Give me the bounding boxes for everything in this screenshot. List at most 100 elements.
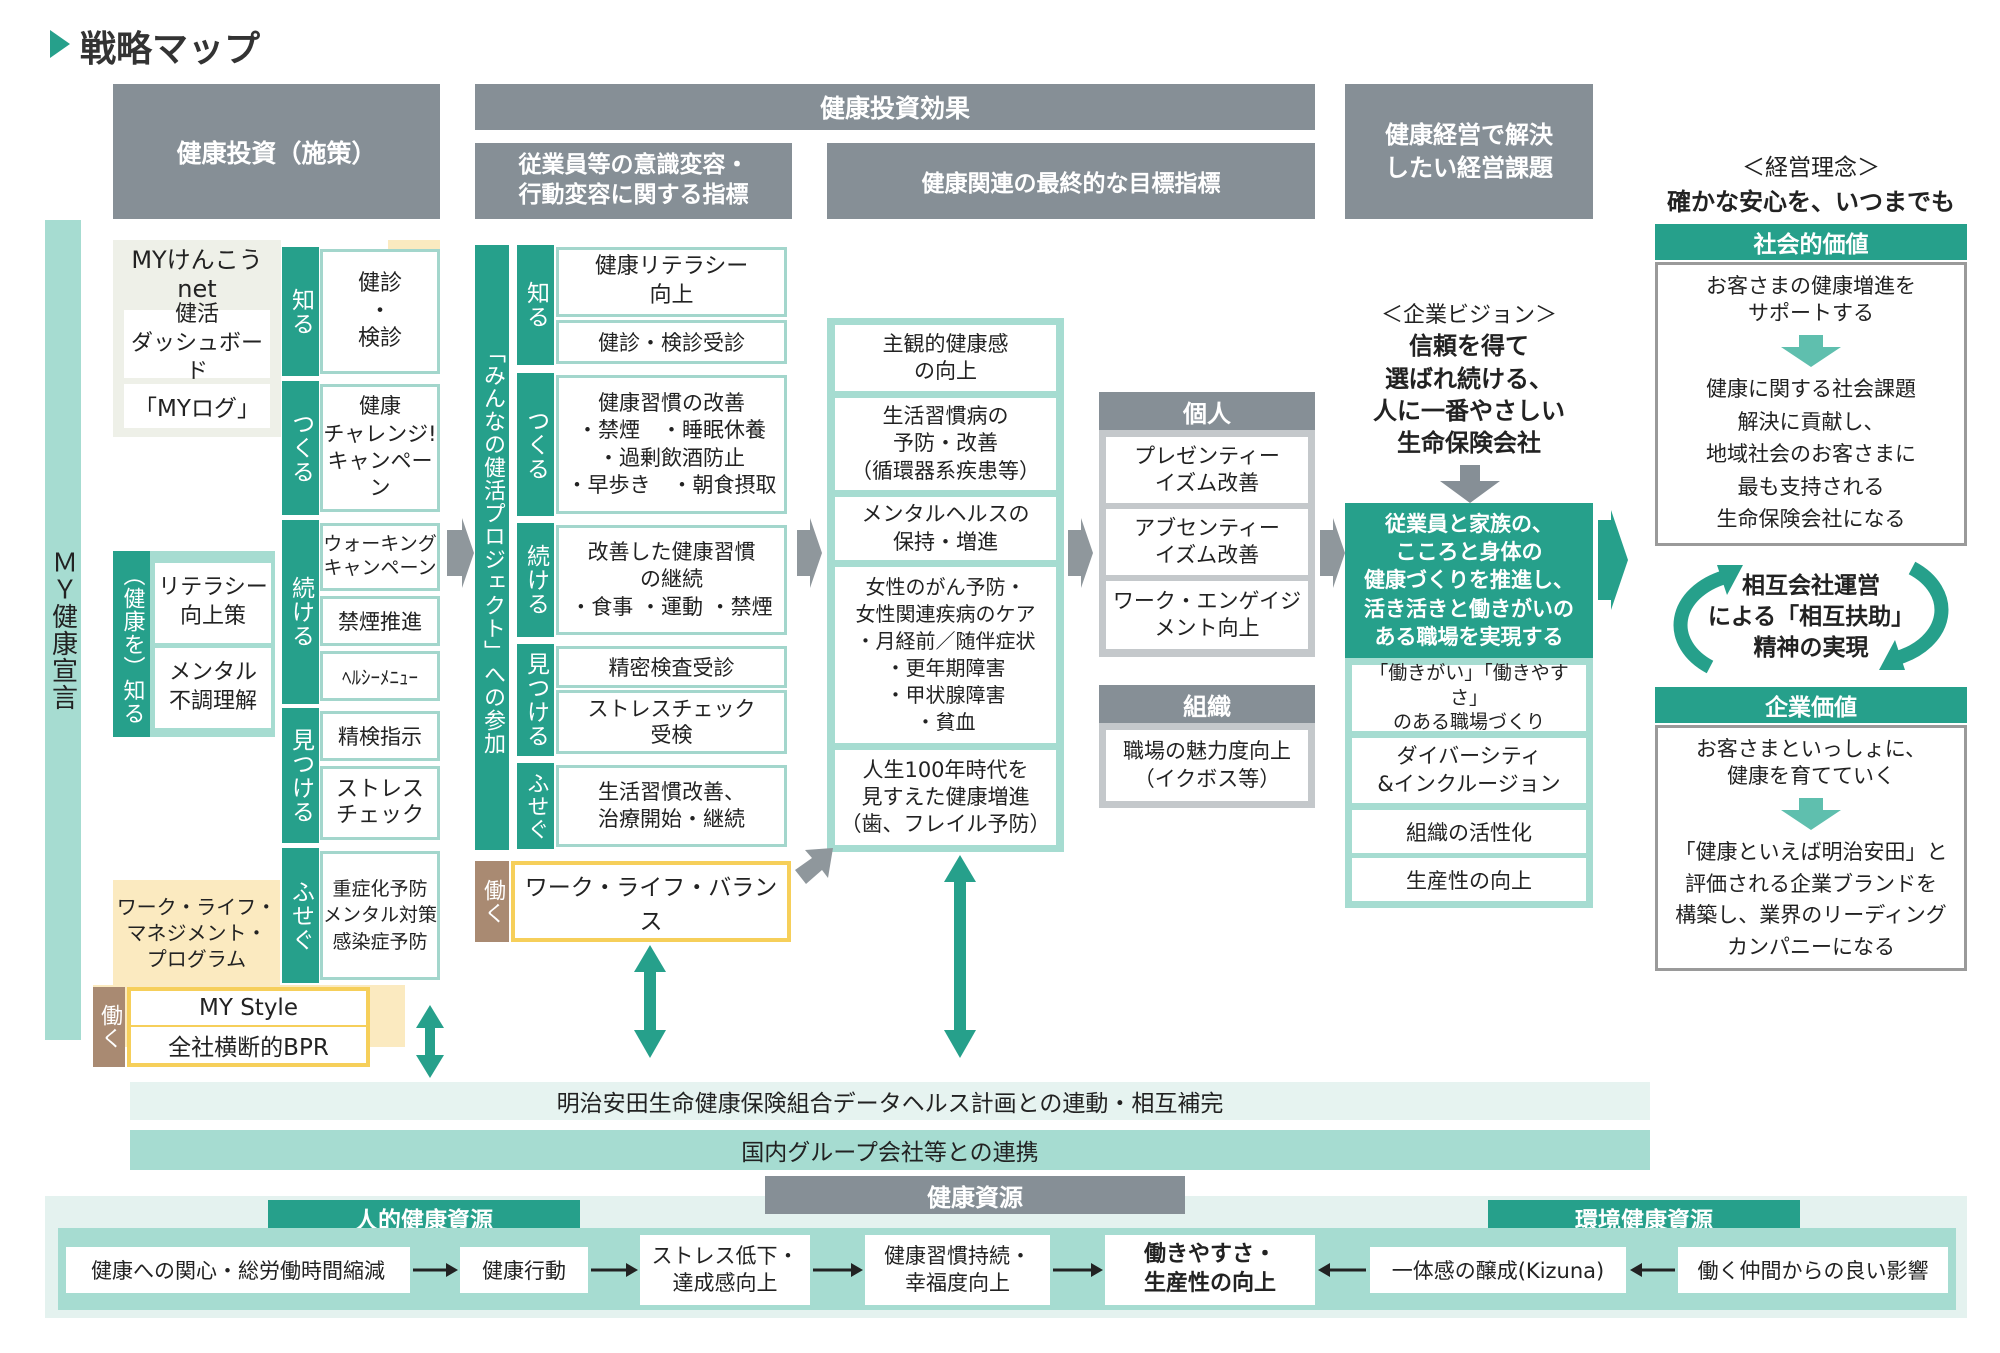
- vision-label: ＜企業ビジョン＞: [1380, 303, 1557, 328]
- wlm-program: ワーク・ライフ・ マネジメント・ プログラム: [113, 880, 280, 985]
- social-down-arrow-icon: [1781, 335, 1841, 367]
- bpr-box: 全社横断的BPR: [168, 1035, 329, 1061]
- final-women-health: 女性のがん予防・ 女性関連疾病のケア ・月経前／随伴症状 ・更年期障害 ・甲状腺…: [835, 567, 1056, 743]
- double-arrow-icon: [416, 1005, 444, 1078]
- datahealth-band: 明治安田生命健康保険組合データヘルス計画との連動・相互補完: [130, 1082, 1650, 1120]
- philosophy-text: 確かな安心を、いつまでも: [1667, 187, 1955, 216]
- issue-productivity: 生産性の向上: [1352, 858, 1586, 901]
- issue-organization: 組織の活性化: [1352, 810, 1586, 853]
- arrow-right-icon: [1091, 1263, 1103, 1277]
- group-band: 国内グループ会社等との連携: [130, 1130, 1650, 1170]
- social-value-top: お客さまの健康増進を サポートする: [1706, 273, 1916, 325]
- mystyle-box: MY Style: [199, 995, 298, 1021]
- measure-label-tsukuru: つくる: [282, 381, 319, 515]
- organization-attractiveness: 職場の魅力度向上 （イクボス等）: [1106, 730, 1308, 801]
- issue-workplace: 「働きがい」「働きやすさ」 のある職場づくり: [1352, 662, 1586, 733]
- mystyle-divider: [131, 1025, 366, 1027]
- project-detailed-exam: 精密検査受診: [556, 646, 787, 688]
- resource-kizuna: 一体感の醸成(Kizuna): [1370, 1247, 1626, 1293]
- project-fusegu: 生活習慣改善、 治療開始・継続: [556, 765, 787, 847]
- header-issue: 健康経営で解決 したい経営課題: [1345, 84, 1593, 219]
- corp-down-arrow-icon: [1781, 798, 1841, 830]
- measure-fusegu: 重症化予防 メンタル対策 感染症予防: [320, 851, 440, 980]
- corp-value-bottom: 「健康といえば明治安田」と 評価される企業ブランドを 構築し、業界のリーディング…: [1674, 840, 1948, 959]
- final-lifestyle-disease: 生活習慣病の 予防・改善 （循環器系疾患等）: [835, 398, 1056, 490]
- measure-label-fusegu: ふせぐ: [282, 848, 319, 983]
- issue-main: 従業員と家族の、 こころと身体の 健康づくりを推進し、 活き活きと働きがいの あ…: [1345, 503, 1593, 658]
- hataraku-label-left: 働く: [93, 987, 125, 1067]
- double-arrow-icon: [634, 945, 666, 1058]
- resources-header: 健康資源: [765, 1176, 1185, 1214]
- project-literacy: 健康リテラシー 向上: [556, 247, 787, 317]
- measure-stress-check: ストレス チェック: [320, 766, 440, 840]
- issue-diversity: ダイバーシティ &インクルージョン: [1352, 738, 1586, 803]
- vision-down-arrow-icon: [1440, 465, 1500, 503]
- my-declaration-bar: ＭＹ健康宣言: [45, 220, 81, 1040]
- project-label-fusegu: ふせぐ: [517, 763, 554, 849]
- resource-behavior: 健康行動: [460, 1247, 588, 1293]
- header-investment: 健康投資（施策）: [113, 84, 440, 219]
- resource-interest: 健康への関心・総労働時間縮減: [66, 1247, 410, 1293]
- measure-label-mitsukeru: 見つける: [282, 708, 319, 843]
- hataraku-label-project: 働く: [475, 861, 509, 942]
- vision-text: 信頼を得て 選ばれ続ける、 人に一番やさしい 生命保険会社: [1373, 332, 1565, 458]
- project-label-tsuzukeru: 続ける: [517, 523, 554, 637]
- project-label-mitsukeru: 見つける: [517, 644, 554, 756]
- header-effect: 健康投資効果: [475, 84, 1315, 130]
- arrow-right-icon: [626, 1263, 638, 1277]
- arrow-right-icon: [1320, 518, 1345, 588]
- philosophy-label: ＜経営理念＞: [1742, 155, 1880, 181]
- project-label: 「みんなの健活プロジェクト」への参加: [475, 245, 509, 850]
- corp-value-top: お客さまといっしょに、 健康を育てていく: [1695, 736, 1927, 788]
- individual-engagement: ワーク・エンゲイジ メント向上: [1106, 581, 1308, 649]
- social-value-box: [1655, 262, 1967, 546]
- double-arrow-icon: [944, 855, 976, 1058]
- mylog-box: 「MYログ」: [124, 384, 270, 428]
- final-100-years: 人生100年時代を 見すえた健康増進 （歯、フレイル予防）: [835, 750, 1056, 845]
- header-final: 健康関連の最終的な目標指標: [827, 143, 1315, 219]
- project-habits: 健康習慣の改善 ・禁煙 ・睡眠休養 ・過剰飲酒防止 ・早歩き ・朝食摂取: [556, 375, 787, 514]
- project-checkup: 健診・検診受診: [556, 320, 787, 364]
- project-continue: 改善した健康習慣 の継続 ・食事 ・運動 ・禁煙: [556, 525, 787, 635]
- social-value-bottom: 健康に関する社会課題 解決に貢献し、 地域社会のお客さまに 最も支持される 生命…: [1706, 377, 1916, 532]
- project-label-tsukuru: つくる: [517, 373, 554, 516]
- project-label-shiru: 知る: [517, 245, 554, 365]
- arrow-left-icon: [1630, 1263, 1642, 1277]
- know-health-label: （健康を）知る: [113, 551, 150, 737]
- arrow-right-icon: [446, 1263, 458, 1277]
- arrow-right-icon: [851, 1263, 863, 1277]
- measure-label-shiru: 知る: [282, 247, 319, 376]
- page-title: 戦略マップ: [80, 29, 261, 70]
- cycle-text: 相互会社運営 による「相互扶助」 精神の実現: [1707, 572, 1915, 662]
- corp-value-header: 企業価値: [1655, 687, 1967, 723]
- resource-peers: 働く仲間からの良い影響: [1678, 1247, 1948, 1293]
- individual-header: 個人: [1099, 392, 1315, 430]
- measure-shiru-kenshin: 健診 ・ 検診: [320, 249, 440, 374]
- arrow-right-icon: [447, 518, 474, 588]
- measure-tsukuru-challenge: 健康 チャレンジ! キャンペーン: [320, 384, 440, 512]
- final-subjective-health: 主観的健康感 の向上: [835, 325, 1056, 391]
- wlb-box: ワーク・ライフ・バランス: [511, 861, 791, 942]
- mykenkou-net: MYけんこう net: [131, 246, 263, 303]
- arrow-right-icon: [797, 518, 822, 588]
- corp-value-box: [1655, 725, 1967, 971]
- resource-stress: ストレス低下・ 達成感向上: [640, 1235, 810, 1305]
- organization-header: 組織: [1099, 685, 1315, 723]
- arrow-right-icon: [1068, 518, 1093, 588]
- literacy-box: リテラシー 向上策: [155, 563, 271, 643]
- final-mental-health: メンタルヘルスの 保持・増進: [835, 497, 1056, 560]
- measure-smoking: 禁煙推進: [320, 596, 440, 646]
- individual-absenteeism: アブセンティー イズム改善: [1106, 509, 1308, 575]
- resource-habit: 健康習慣持続・ 幸福度向上: [865, 1235, 1050, 1305]
- header-behavior: 従業員等の意識変容・ 行動変容に関する指標: [475, 143, 792, 219]
- dashboard-box: 健活 ダッシュボード: [124, 302, 270, 384]
- arrow-up-right-icon: [795, 848, 833, 884]
- mystyle-frame: [127, 987, 370, 1067]
- measure-walking: ウォーキング キャンペーン: [320, 523, 440, 591]
- title-marker-icon: [50, 30, 70, 58]
- social-value-header: 社会的価値: [1655, 224, 1967, 260]
- individual-presenteeism: プレゼンティー イズム改善: [1106, 437, 1308, 503]
- cycle-arrows-icon: [1673, 561, 1949, 674]
- measure-label-tsuzukeru: 続ける: [282, 520, 319, 704]
